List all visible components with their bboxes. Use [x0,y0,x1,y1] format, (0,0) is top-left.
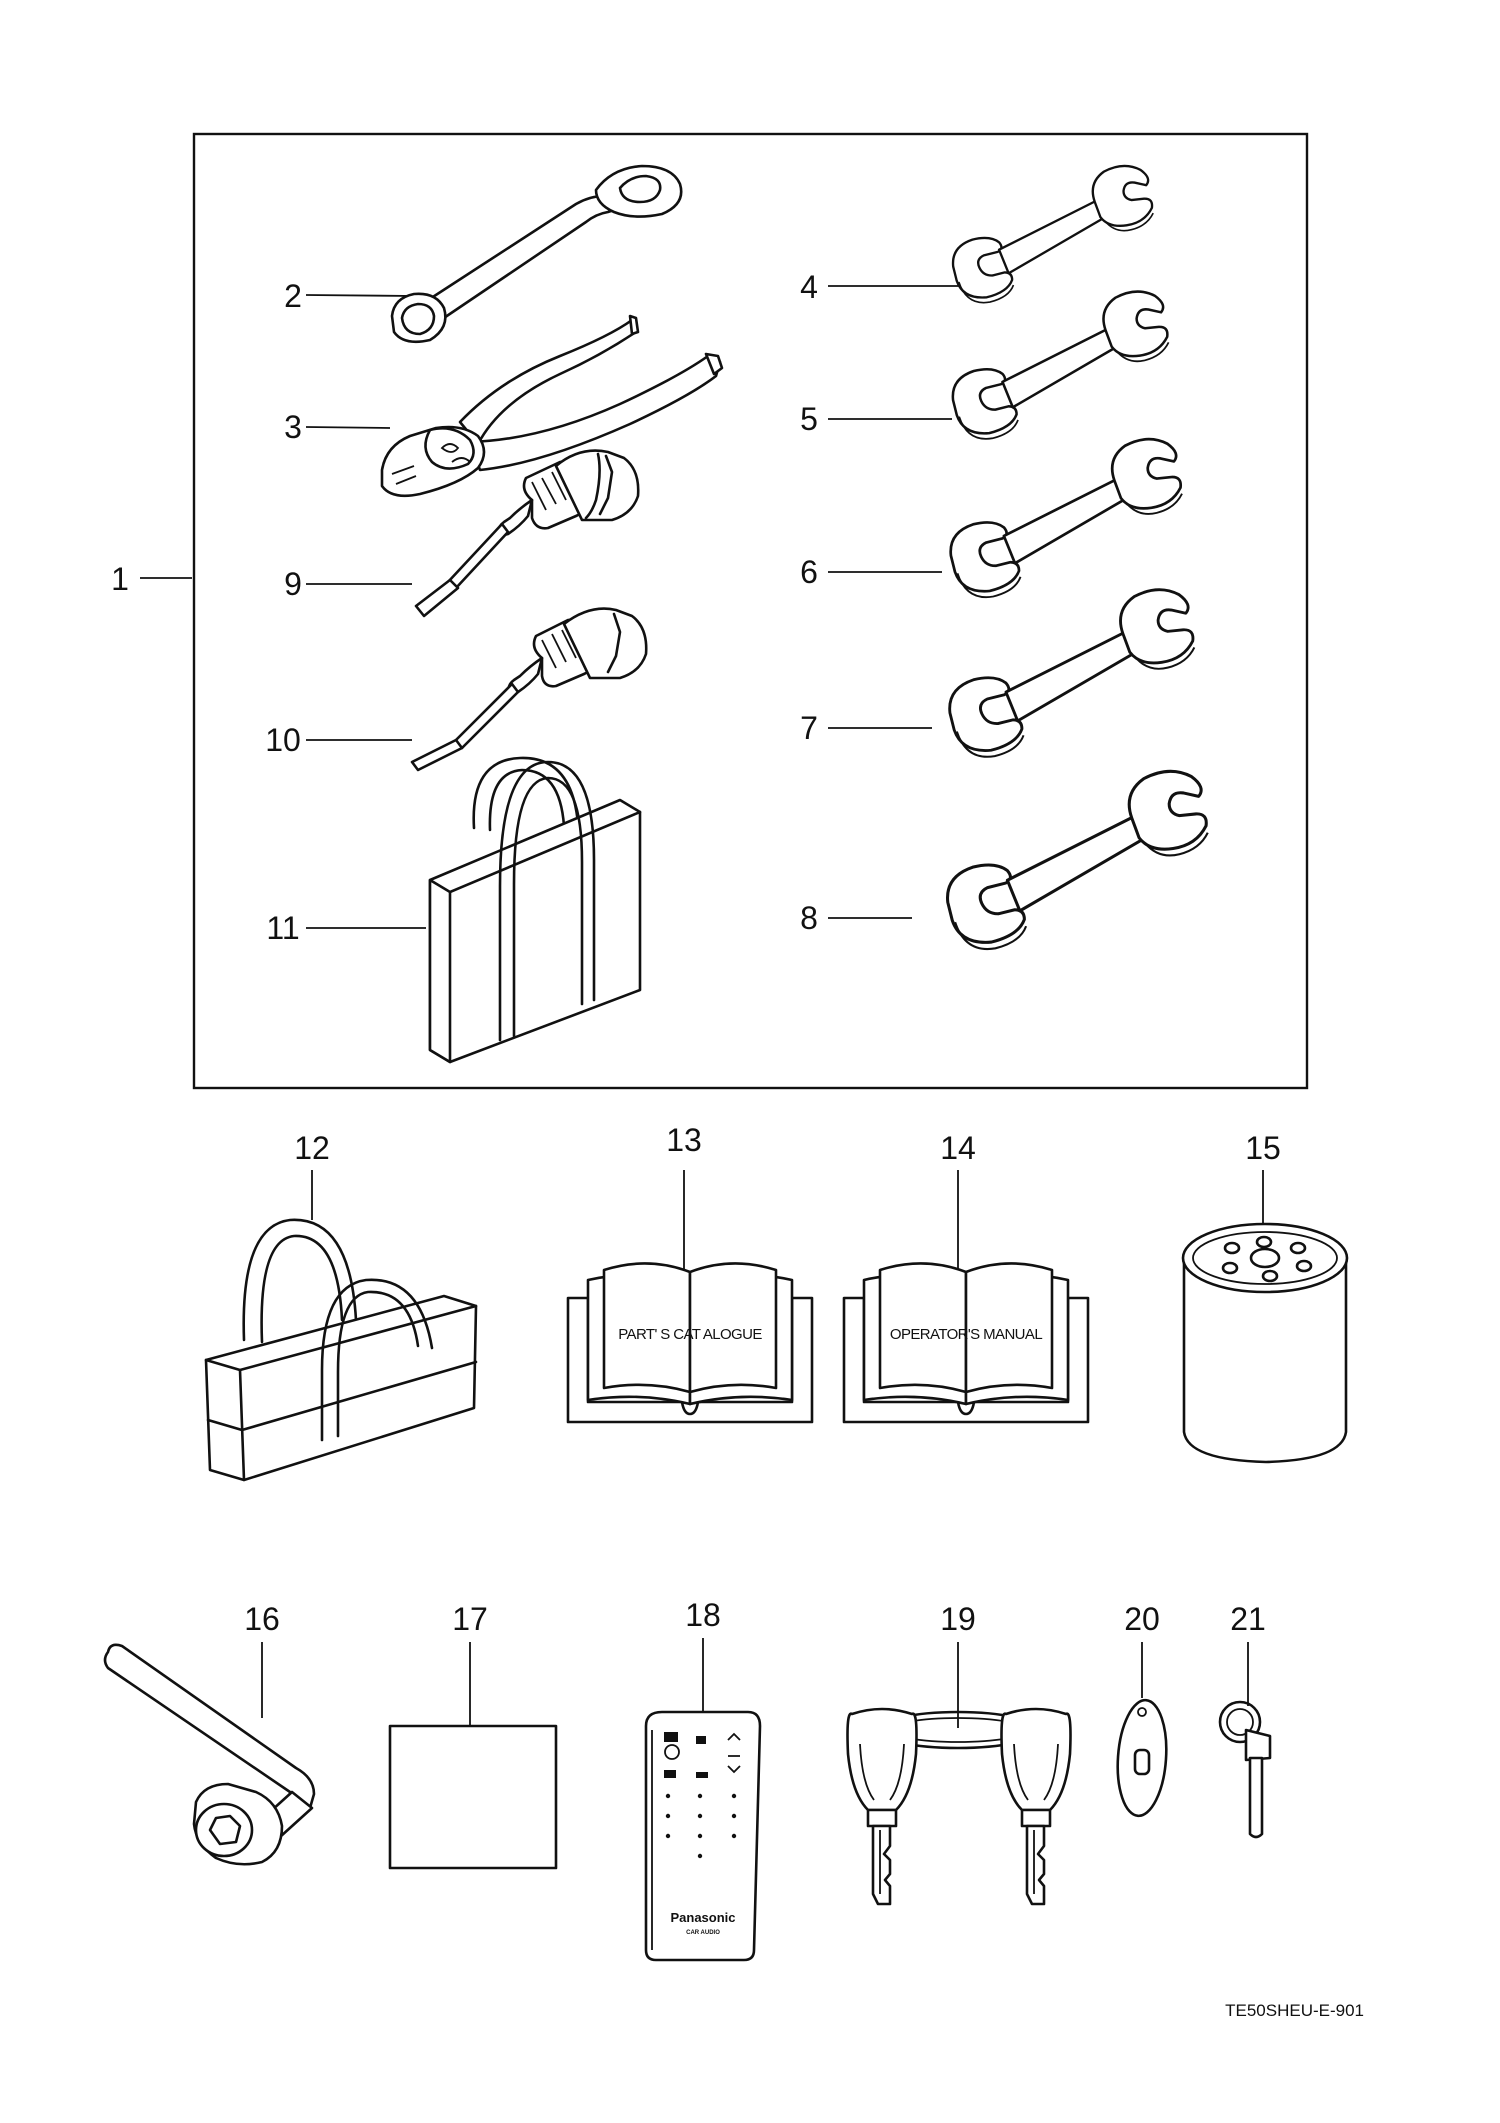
callout-6: 6 [800,554,818,590]
callout-5: 5 [800,401,818,437]
callout-11: 11 [266,910,299,946]
callout-21: 21 [1230,1601,1266,1637]
oil-filter-drawing [1181,1222,1349,1464]
callout-8: 8 [800,900,818,936]
callout-13: 13 [666,1122,702,1158]
callout-12: 12 [294,1130,330,1166]
remote-brand-label: Panasonic [670,1910,735,1925]
callout-7: 7 [800,710,818,746]
callout-14: 14 [940,1130,976,1166]
callout-4: 4 [800,269,818,305]
callout-1: 1 [111,561,129,597]
tool-bag-drawing [428,756,642,1064]
parts-catalogue-drawing: PART' S CAT ALOGUE [566,1262,814,1424]
box-spanner-drawing [103,1643,316,1866]
spanner-5-drawing [936,284,1186,447]
lock-pin-drawing [1218,1700,1272,1839]
leader-lines [140,285,1264,1728]
callout-numbers: 1 2 3 9 10 11 4 5 6 7 8 12 13 14 15 16 1… [111,269,1281,1637]
flat-screwdriver-drawing [410,607,648,772]
spanner-7-drawing [931,581,1214,766]
remote-control-drawing: Panasonic CAR AUDIO [644,1710,762,1962]
drawing-code: TE50SHEU-E-901 [1225,2001,1364,2020]
bag-drawing [204,1218,478,1482]
spanner-4-drawing [938,158,1169,310]
remote-sub-label: CAR AUDIO [686,1930,720,1936]
callout-10: 10 [265,722,301,758]
callout-15: 15 [1245,1130,1281,1166]
callout-3: 3 [284,409,302,445]
parts-catalogue-title: PART' S CAT ALOGUE [618,1326,762,1343]
tool-kit-frame [192,132,1309,1090]
callout-2: 2 [284,278,302,314]
card-drawing [388,1724,558,1870]
operators-manual-title: OPERATOR'S MANUAL [890,1326,1042,1343]
callout-20: 20 [1124,1601,1160,1637]
key-tag-drawing [1116,1698,1168,1818]
callout-16: 16 [244,1601,280,1637]
ring-spanner-drawing [390,164,683,344]
callout-9: 9 [284,566,302,602]
phillips-screwdriver-drawing [414,449,640,618]
operators-manual-drawing: OPERATOR'S MANUAL [842,1262,1090,1424]
callout-17: 17 [452,1601,488,1637]
pliers-drawing [380,314,724,498]
keys-drawing [846,1707,1072,1906]
callout-19: 19 [940,1601,976,1637]
spanner-6-drawing [933,431,1201,606]
spanner-8-drawing [928,762,1229,959]
callout-18: 18 [685,1597,721,1633]
